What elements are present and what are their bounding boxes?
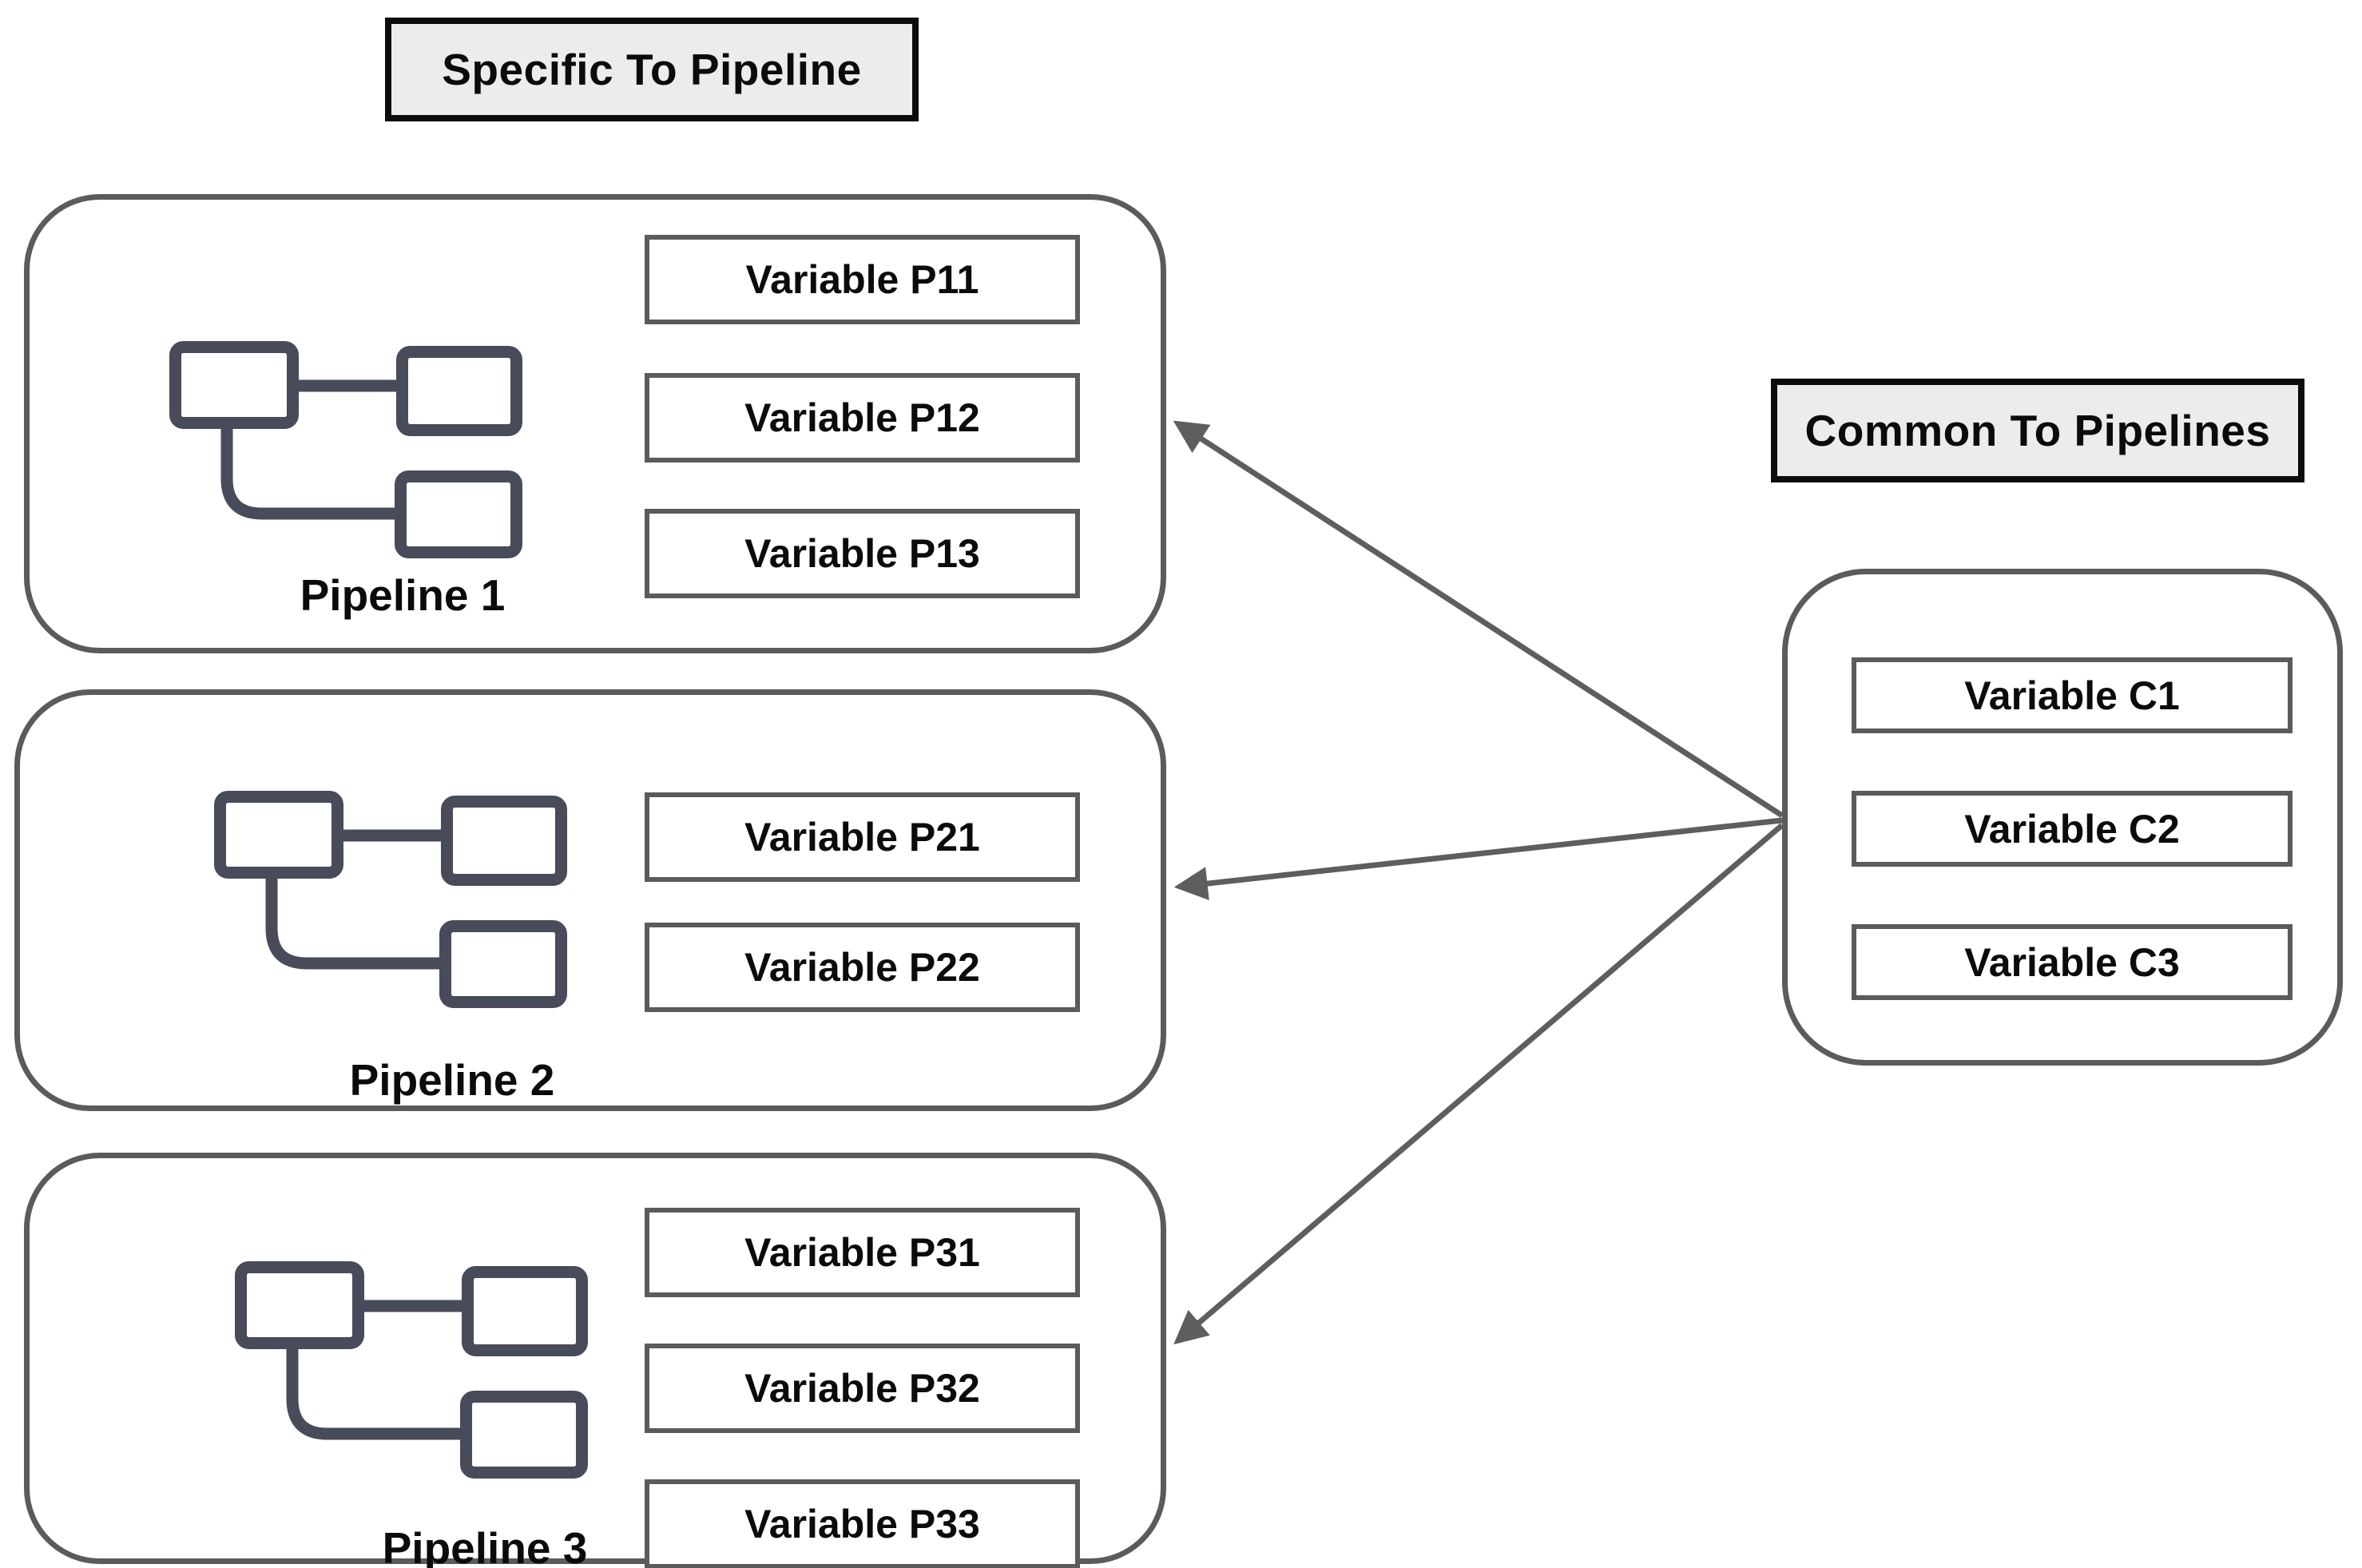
variable-p13-box: Variable P13 <box>645 509 1080 598</box>
pipeline-1-name: Pipeline 1 <box>300 570 506 620</box>
variable-c1-box: Variable C1 <box>1852 657 2293 733</box>
variable-p12-box: Variable P12 <box>645 373 1080 462</box>
variable-p22-box: Variable P22 <box>645 923 1080 1012</box>
arrow-common-to-pipeline-3 <box>1173 823 1784 1345</box>
variable-p32-box: Variable P32 <box>645 1344 1080 1433</box>
pipeline-2-box: Pipeline 2 Variable P21 Variable P22 <box>14 689 1166 1111</box>
common-variables-box: Variable C1 Variable C2 Variable C3 <box>1782 569 2343 1066</box>
pipeline-3-box: Pipeline 3 Variable P31 Variable P32 Var… <box>24 1153 1166 1568</box>
variable-p33-box: Variable P33 <box>645 1479 1080 1568</box>
specific-to-pipeline-label: Specific To Pipeline <box>385 18 919 121</box>
workflow-icon <box>214 791 567 1008</box>
arrow-common-to-pipeline-2 <box>1173 817 1783 900</box>
variable-p31-box: Variable P31 <box>645 1208 1080 1297</box>
variable-p21-box: Variable P21 <box>645 792 1080 882</box>
common-to-pipelines-label: Common To Pipelines <box>1771 379 2304 482</box>
arrow-common-to-pipeline-1 <box>1173 420 1784 818</box>
workflow-icon <box>235 1261 588 1479</box>
workflow-icon <box>169 341 522 558</box>
pipeline-3-name: Pipeline 3 <box>382 1523 588 1568</box>
variable-c3-box: Variable C3 <box>1852 924 2293 1000</box>
variable-p11-box: Variable P11 <box>645 235 1080 324</box>
variable-c2-box: Variable C2 <box>1852 791 2293 867</box>
pipeline-2-name: Pipeline 2 <box>349 1055 555 1105</box>
pipeline-1-box: Pipeline 1 Variable P11 Variable P12 Var… <box>24 194 1166 653</box>
